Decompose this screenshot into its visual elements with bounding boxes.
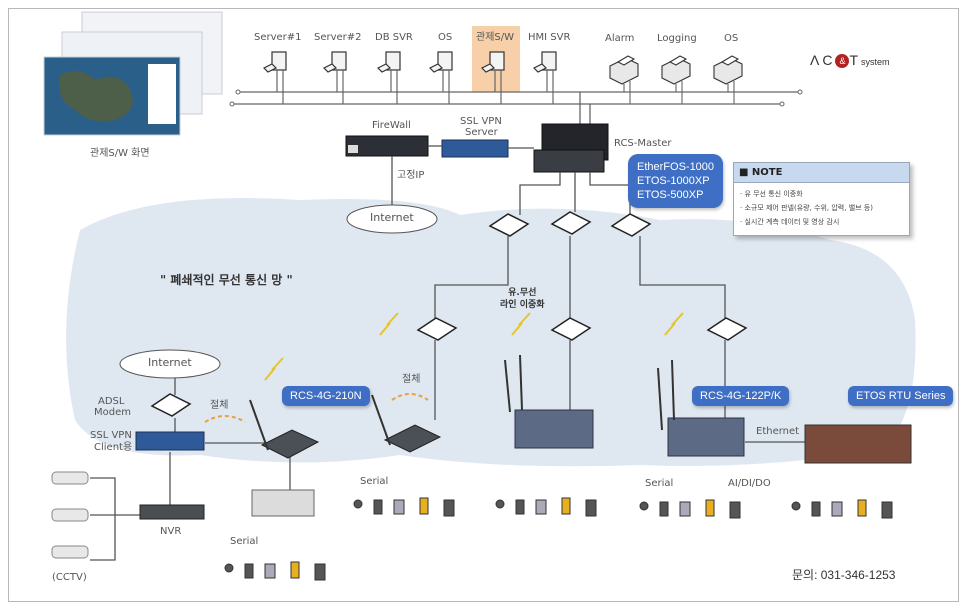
label-ethernet: Ethernet [756,426,800,437]
label-db-svr: DB SVR [375,32,413,43]
cctv-cameras [51,471,89,559]
label-internet-top: Internet [370,211,414,224]
device-etos-rtu-series: ETOS RTU Series [848,386,954,406]
internet-cloud-left [119,349,221,379]
workstation-icons [262,51,557,104]
label-hmi-svr: HMI SVR [528,32,571,43]
device-rcs-4g-122pk: RCS-4G-122P/K [692,386,790,406]
company-logo: ΛC&Tsystem [810,52,890,68]
control-sw-screens [43,11,223,136]
label-rcs-master: RCS-Master [614,138,672,149]
network-slogan: " 폐쇄적인 무선 통신 망 " [160,273,293,287]
rcs-210n-mid [371,394,442,453]
label-cctv: (CCTV) [52,572,87,583]
model-etos-500xp: ETOS-500XP [637,189,704,201]
master-models-box: EtherFOS-1000 ETOS-1000XP ETOS-500XP [628,154,724,208]
nvr-device [139,504,205,520]
label-firewall: FireWall [372,120,411,131]
note-item: · 유 무선 통신 이중화 [740,190,803,198]
label-switch-left: 절체 [210,400,229,411]
label-serial-left: Serial [230,536,259,547]
label-serial-mid: Serial [360,476,389,487]
label-logging: Logging [657,33,697,44]
label-adsl-1: ADSL [98,396,125,407]
label-switch-mid: 절체 [402,374,421,385]
note-box: ■ NOTE · 유 무선 통신 이중화 · 소규모 제어 판넬(유량, 수위,… [733,162,910,236]
firewall-device [345,135,429,157]
model-etherfos-1000: EtherFOS-1000 [637,161,715,173]
label-os-printer: OS [724,33,739,44]
label-vpn-client-2: Client용 [94,442,133,453]
label-server2: Server#2 [314,32,362,43]
label-vpn-client-1: SSL VPN [90,430,132,441]
label-control-sw: 관제S/W [476,32,515,43]
printer-icons [609,55,743,104]
rcs-122-mid-device [514,409,594,449]
label-server1: Server#1 [254,32,302,43]
model-etos-1000xp: ETOS-1000XP [637,175,710,187]
label-ai-di-do: AI/DI/DO [728,478,771,489]
label-nvr: NVR [160,526,182,537]
label-alarm: Alarm [605,33,635,44]
label-os-ws: OS [438,32,453,43]
rcs-122-right-device [667,417,745,457]
label-internet-left: Internet [148,356,192,369]
note-item: · 실시간 계측 데이터 및 영상 감시 [740,218,840,226]
wireless-signal-icons [264,312,684,381]
screens-caption: 관제S/W 화면 [90,148,150,159]
label-serial-right: Serial [645,478,674,489]
modem-icons [150,211,748,417]
label-vpn-server-2: Server [465,127,498,138]
sensor-groups [224,497,893,581]
etos-rtu-device [804,424,912,464]
backbone-bus [232,91,800,125]
rcs-210n-left [249,399,320,459]
adsl-vpn-client-device [135,431,205,451]
internet-cloud-top [346,204,438,234]
note-item: · 소규모 제어 판넬(유량, 수위, 압력, 밸브 등) [740,204,873,212]
device-rcs-4g-210n: RCS-4G-210N [282,386,370,406]
contact-phone: 문의: 031-346-1253 [792,568,896,582]
note-title: ■ NOTE [734,163,909,183]
label-fixed-ip: 고정IP [397,170,425,181]
label-adsl-2: Modem [94,407,131,418]
label-vpn-server-1: SSL VPN [460,116,502,127]
plc-device [251,489,315,517]
vpn-server-device [441,139,509,158]
